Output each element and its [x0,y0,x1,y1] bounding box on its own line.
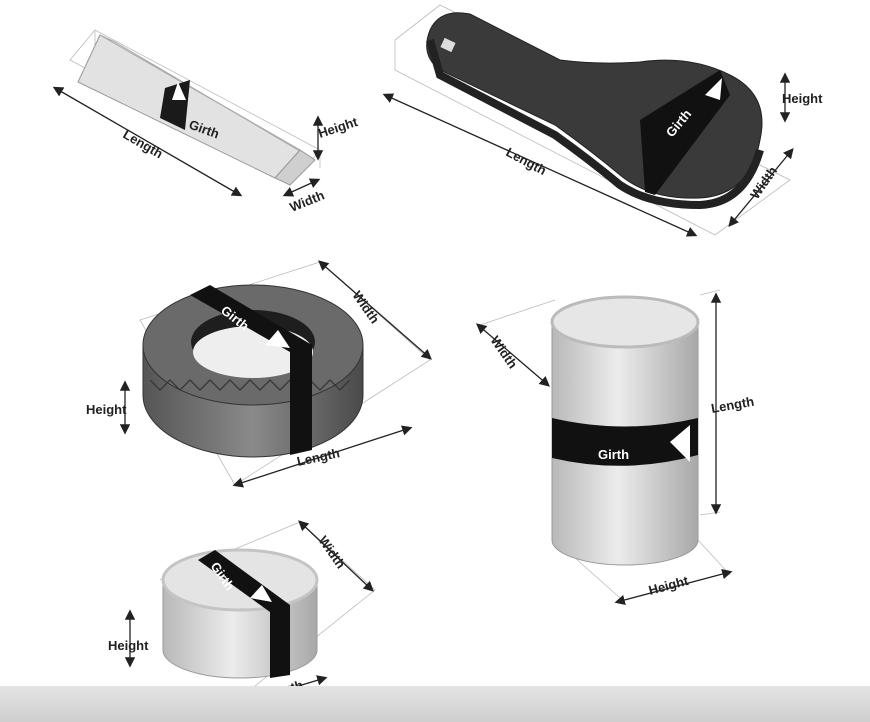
short-cylinder-height-label: Height [108,638,149,653]
cylinder-length-label: Length [710,394,755,416]
tire-height-label: Height [86,402,127,417]
tire: Girth Width Height Length [86,260,432,488]
girth-band [190,285,312,455]
triangular-prism: Length Girth Height Width [52,29,360,215]
short-cylinder: Girth Width Height Length [108,520,376,711]
guitar-case: Girth Length Height Width [382,4,823,237]
bottom-bar [0,686,870,722]
case-length-label: Length [504,144,549,178]
cylinder-girth-label: Girth [598,447,629,462]
girth-band [552,418,698,466]
case-height-label: Height [782,91,823,106]
prism-height-label: Height [316,114,360,141]
prism-length-label: Length [121,127,166,162]
cylinder-width-label: Width [488,333,521,371]
tire-width-label: Width [350,288,383,326]
cylinder-height-label: Height [647,573,691,598]
tall-cylinder: Girth Width Length Height [476,289,755,606]
girth-band [198,550,290,678]
short-cylinder-width-label: Width [316,533,349,571]
